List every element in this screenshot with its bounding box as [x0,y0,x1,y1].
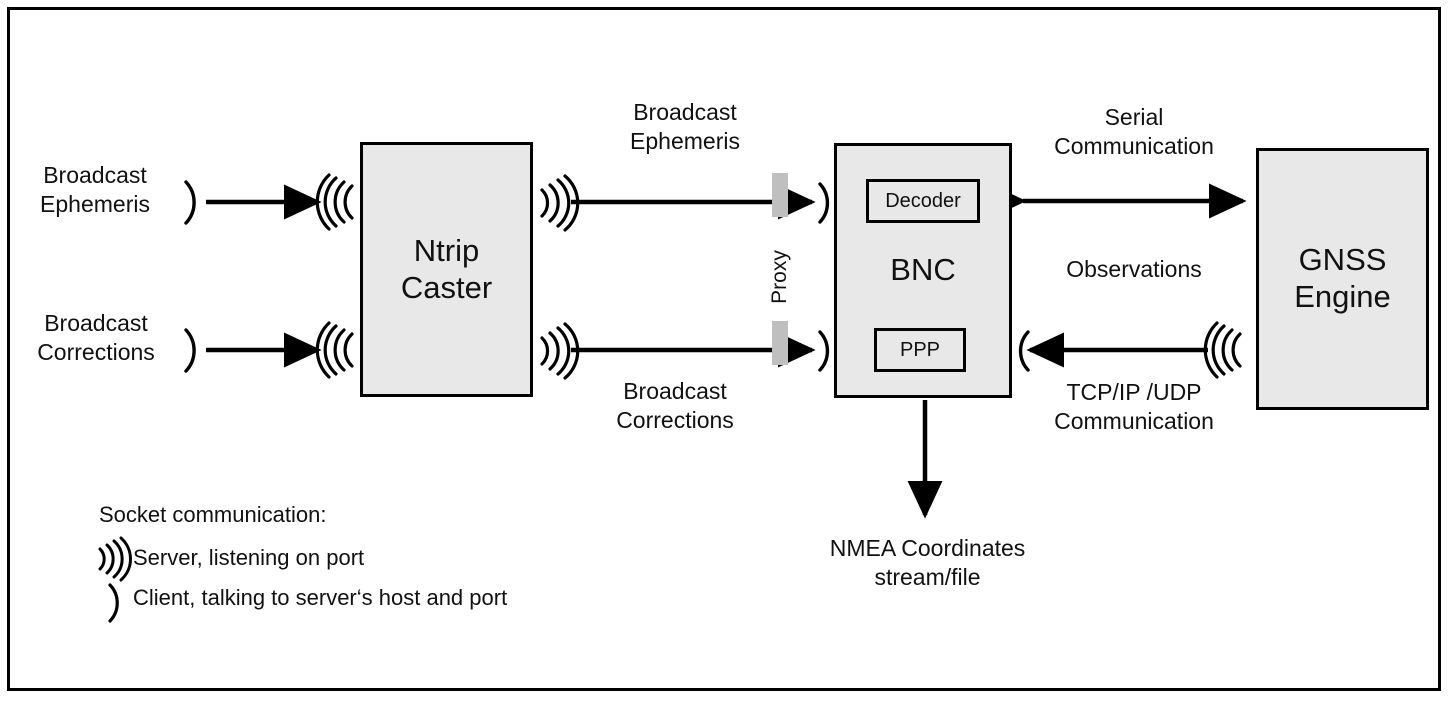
proxy-bar-bottom [772,321,788,365]
legend-item-server: Server, listening on port [133,545,365,570]
diagram-frame [7,7,1441,691]
node-gnss-engine-label: GNSS Engine [1294,242,1391,314]
legend-item-client: Client, talking to server‘s host and por… [133,585,508,610]
label-input-ephemeris: Broadcast Ephemeris [40,162,150,217]
label-flow-observations: Observations [1066,256,1202,282]
subnode-decoder[interactable]: Decoder [866,179,980,223]
subnode-decoder-label: Decoder [885,189,961,212]
label-flow-nmea-output: NMEA Coordinates stream/file [829,535,1026,590]
proxy-label: Proxy [768,250,791,304]
proxy-bar-top [772,173,788,217]
legend-title: Socket communication: [99,502,327,527]
node-gnss-engine[interactable]: GNSS Engine [1256,148,1429,410]
label-flow-broadcast-ephemeris: Broadcast Ephemeris [630,99,740,154]
label-flow-broadcast-corrections: Broadcast Corrections [616,378,734,433]
label-input-corrections: Broadcast Corrections [37,310,155,365]
node-ntrip-caster-label: Ntrip Caster [400,232,493,305]
label-flow-serial-communication: Serial Communication [1054,104,1214,159]
label-flow-tcpip-communication: TCP/IP /UDP Communication [1054,379,1214,434]
subnode-ppp-label: PPP [899,338,941,361]
node-ntrip-caster[interactable]: Ntrip Caster [360,142,533,397]
subnode-ppp[interactable]: PPP [874,328,966,372]
node-bnc-label: BNC [890,252,956,288]
